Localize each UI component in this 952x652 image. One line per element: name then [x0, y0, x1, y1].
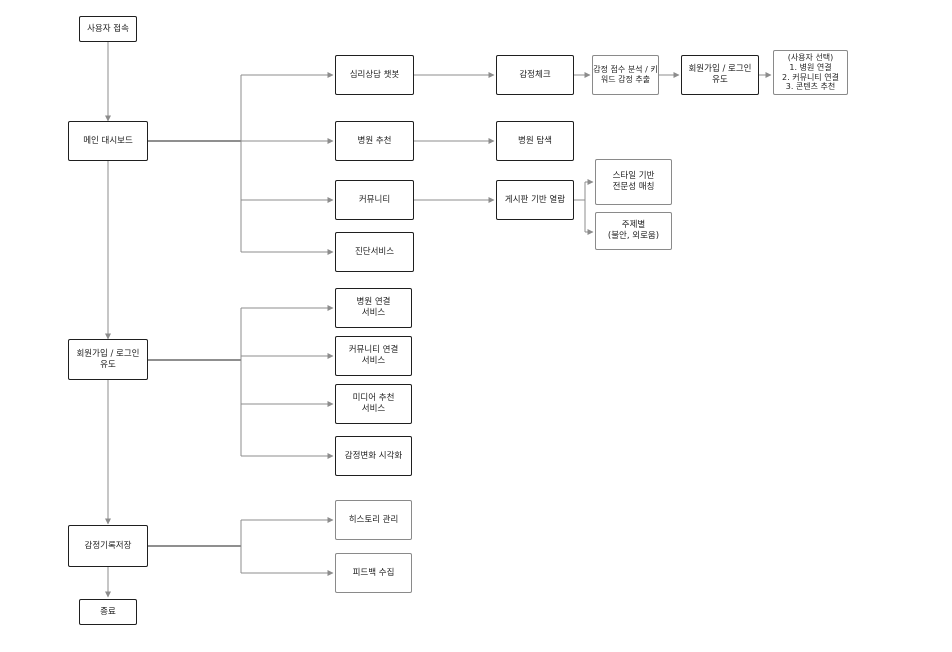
node-user-choice: (사용자 선택) 1. 병원 연결 2. 커뮤니티 연결 3. 콘텐츠 추천	[773, 50, 848, 95]
user-choice-title: (사용자 선택)	[787, 53, 834, 63]
node-chatbot: 심리상담 챗봇	[335, 55, 414, 95]
node-community: 커뮤니티	[335, 180, 414, 220]
user-choice-item-3: 3. 콘텐츠 추천	[785, 82, 836, 92]
node-history: 히스토리 관리	[335, 500, 412, 540]
node-board-browse: 게시판 기반 열람	[496, 180, 574, 220]
node-topic: 주제별 (불안, 외로움)	[595, 212, 672, 250]
node-end: 종료	[79, 599, 137, 625]
node-emotion-analysis: 감정 점수 분석 / 키 워드 감정 추출	[592, 55, 659, 95]
node-feedback: 피드백 수집	[335, 553, 412, 593]
node-hospital-link-service: 병원 연결 서비스	[335, 288, 412, 328]
node-user-access: 사용자 접속	[79, 16, 137, 42]
node-emotion-visualization: 감정변화 시각화	[335, 436, 412, 476]
node-emotion-save: 감정기록저장	[68, 525, 148, 567]
node-hospital-search: 병원 탐색	[496, 121, 574, 161]
node-style-match: 스타일 기반 전문성 매칭	[595, 159, 672, 205]
node-media-rec-service: 미디어 추천 서비스	[335, 384, 412, 424]
node-emotion-check: 감정체크	[496, 55, 574, 95]
node-diagnosis: 진단서비스	[335, 232, 414, 272]
node-main-dashboard: 메인 대시보드	[68, 121, 148, 161]
node-community-link-service: 커뮤니티 연결 서비스	[335, 336, 412, 376]
node-signup-login-2: 회원가입 / 로그인 유도	[681, 55, 759, 95]
user-choice-item-1: 1. 병원 연결	[789, 62, 832, 72]
node-signup-login: 회원가입 / 로그인 유도	[68, 339, 148, 380]
node-hospital-rec: 병원 추천	[335, 121, 414, 161]
user-choice-item-2: 2. 커뮤니티 연결	[782, 72, 839, 82]
